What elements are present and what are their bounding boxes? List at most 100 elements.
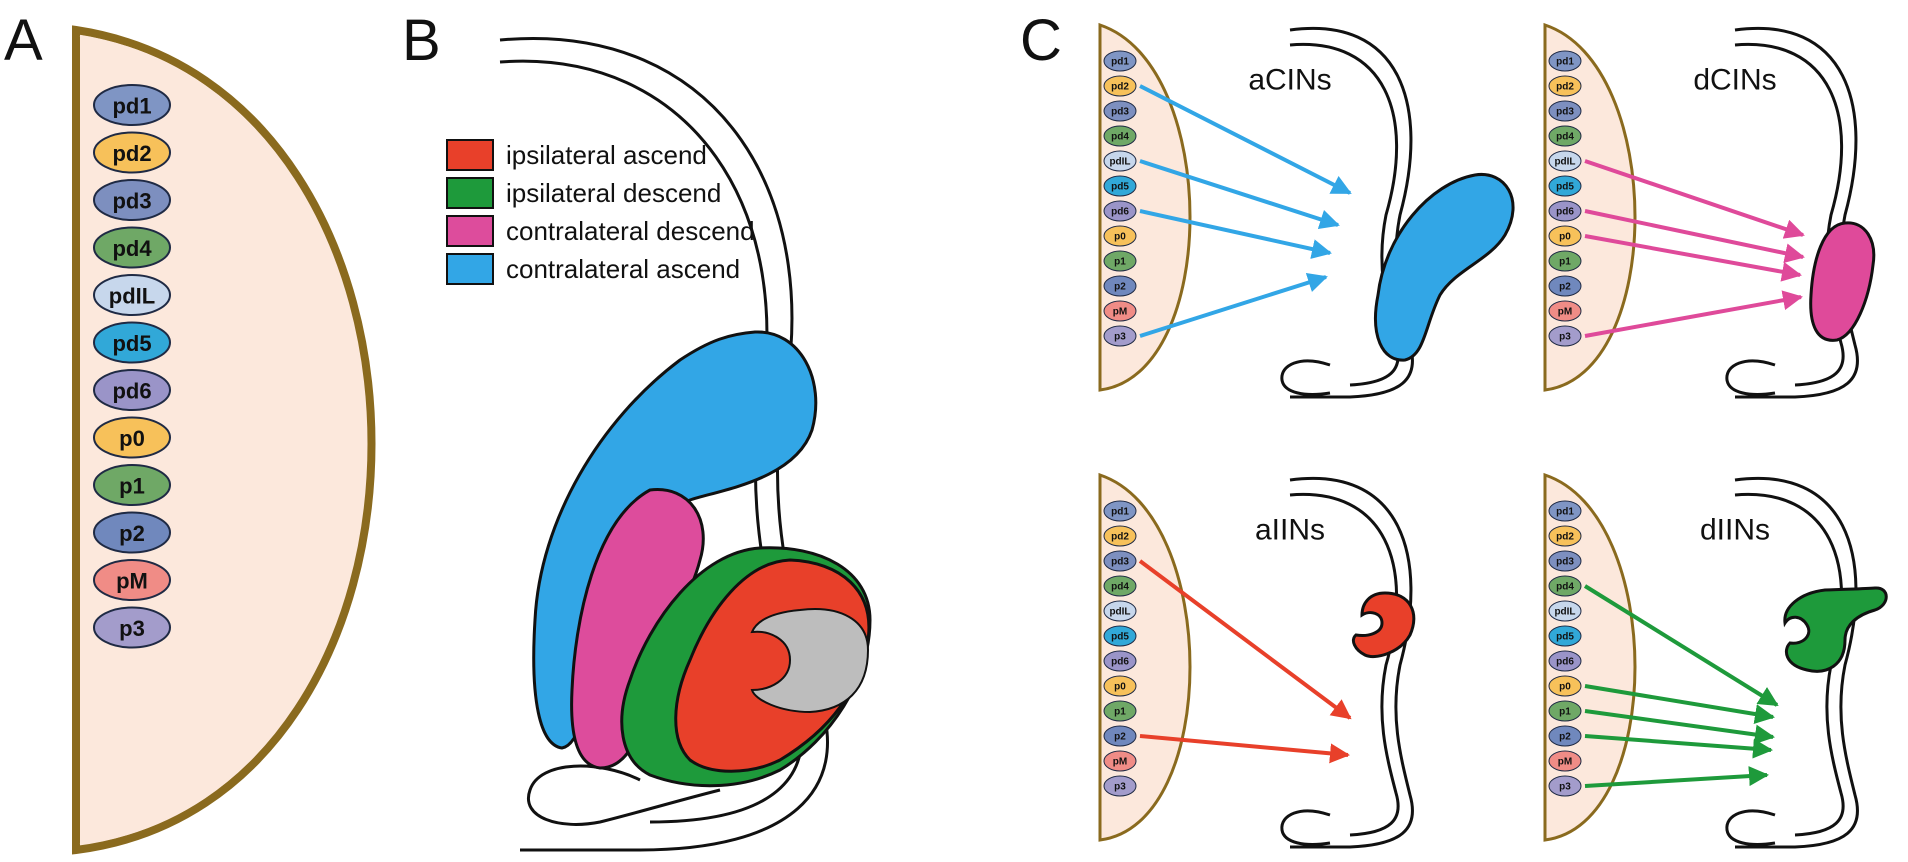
subpanel-title: aCINs bbox=[1248, 64, 1331, 97]
domain-pill-label: pd3 bbox=[112, 189, 151, 214]
domain-pill-shape bbox=[1548, 725, 1582, 747]
domain-pill-shape bbox=[1103, 50, 1137, 72]
domain-pill-label: pd2 bbox=[1111, 82, 1129, 93]
domain-pill-shape bbox=[1103, 700, 1137, 722]
domain-pill-label: pd6 bbox=[1556, 207, 1574, 218]
subpanel-target-region bbox=[1809, 221, 1876, 342]
domain-pill-shape bbox=[1103, 500, 1137, 522]
domain-pill-shape bbox=[1103, 175, 1137, 197]
domain-pill-shape bbox=[1548, 775, 1582, 797]
subpanel-domain-pd6: pd6 bbox=[1548, 200, 1582, 222]
subpanel-target-region bbox=[1351, 591, 1416, 659]
domain-pill-label: p2 bbox=[1114, 732, 1126, 743]
domain-pill-label: p1 bbox=[119, 474, 145, 499]
domain-pill-shape bbox=[93, 321, 171, 364]
subpanel-cord-inner bbox=[1289, 492, 1400, 837]
subpanel-cord-outer bbox=[1734, 476, 1859, 849]
domain-pill-label: pd6 bbox=[112, 379, 151, 404]
domain-pill-label: pd3 bbox=[1556, 107, 1574, 118]
domain-pill-shape bbox=[1548, 50, 1582, 72]
subpanel-domain-pd4: pd4 bbox=[1548, 575, 1582, 597]
subpanel-domain-p0: p0 bbox=[1103, 225, 1137, 247]
legend-swatch bbox=[446, 215, 494, 247]
arrow-from-p3 bbox=[1584, 766, 1769, 788]
domain-pill-label: pd5 bbox=[1111, 182, 1129, 193]
arrow-from-p3 bbox=[1584, 290, 1803, 338]
subpanel-domain-pd5: pd5 bbox=[1103, 625, 1137, 647]
domain-pill-label: pd1 bbox=[1556, 507, 1574, 518]
subpanel-domain-pd2: pd2 bbox=[1548, 525, 1582, 547]
domain-pill-label: pd1 bbox=[1111, 507, 1129, 518]
subpanel-domain-pd1: pd1 bbox=[1548, 500, 1582, 522]
domain-pill-shape bbox=[1548, 700, 1582, 722]
domain-pill-label: pM bbox=[1113, 757, 1127, 768]
domain-pill-shape bbox=[93, 464, 171, 506]
panel-a-domain-p3: p3 bbox=[93, 606, 171, 649]
domain-pill-shape bbox=[1548, 75, 1582, 97]
domain-pill-label: pd5 bbox=[1111, 632, 1129, 643]
domain-pill-shape bbox=[1103, 250, 1137, 272]
subpanel-domain-pd3: pd3 bbox=[1103, 550, 1137, 572]
domain-pill-shape bbox=[1103, 225, 1137, 247]
domain-pill-shape bbox=[1548, 525, 1582, 547]
subpanel-domain-pd3: pd3 bbox=[1548, 550, 1582, 572]
domain-pill-shape bbox=[1548, 325, 1582, 347]
domain-pill-shape bbox=[1548, 625, 1582, 647]
arrow-from-p2 bbox=[1139, 734, 1350, 764]
panel-a-domain-p0: p0 bbox=[93, 416, 171, 459]
subpanel-domain-p2: p2 bbox=[1103, 725, 1137, 747]
subpanel-domain-pd6: pd6 bbox=[1103, 200, 1137, 222]
arrow-from-p1 bbox=[1584, 709, 1775, 745]
subpanel-domain-pd6: pd6 bbox=[1103, 650, 1137, 672]
subpanel-domain-p0: p0 bbox=[1103, 675, 1137, 697]
subpanel-target-region bbox=[1374, 172, 1515, 362]
domain-pill-label: p0 bbox=[1114, 682, 1126, 693]
domain-pill-label: pd5 bbox=[1556, 182, 1574, 193]
domain-pill-shape bbox=[1103, 750, 1137, 772]
subpanel-domain-p2: p2 bbox=[1103, 275, 1137, 297]
domain-pill-shape bbox=[1103, 325, 1137, 347]
domain-pill-label: pM bbox=[1558, 307, 1572, 318]
domain-pill-label: pd4 bbox=[1556, 132, 1574, 143]
arrow-from-p2 bbox=[1584, 734, 1773, 759]
domain-pill-label: pd2 bbox=[1556, 82, 1574, 93]
domain-pill-label: p1 bbox=[1559, 257, 1571, 268]
subpanel-domain-p3: p3 bbox=[1548, 325, 1582, 347]
domain-pill-shape bbox=[93, 179, 171, 221]
domain-pill-label: p0 bbox=[1559, 232, 1571, 243]
legend-entry: contralateral ascend bbox=[446, 253, 740, 285]
arrow-from-pd6 bbox=[1584, 209, 1805, 264]
domain-pill-shape bbox=[1548, 100, 1582, 122]
arrow-from-pdIL bbox=[1584, 159, 1805, 239]
subpanel-domain-pd2: pd2 bbox=[1103, 75, 1137, 97]
panel-c-letter: C bbox=[1020, 8, 1062, 73]
panel-b-letter: B bbox=[402, 8, 441, 73]
domain-pill-shape bbox=[1548, 750, 1582, 772]
domain-pill-label: pdIL bbox=[1109, 607, 1130, 618]
domain-pill-label: pM bbox=[116, 569, 148, 594]
domain-pill-shape bbox=[1548, 275, 1582, 297]
domain-pill-shape bbox=[1103, 625, 1137, 647]
legend-swatch bbox=[446, 253, 494, 285]
domain-pill-label: p3 bbox=[119, 616, 145, 641]
panel-c: C aCINspd1pd2pd3pd4pdILpd5pd6p0p1p2pMp3d… bbox=[1020, 8, 1888, 849]
domain-pill-shape bbox=[1103, 675, 1137, 697]
arrow-from-pd6 bbox=[1139, 209, 1332, 259]
domain-pill-shape bbox=[93, 416, 171, 459]
legend-entry: ipsilateral ascend bbox=[446, 139, 707, 171]
subpanel-domain-pM: pM bbox=[1548, 750, 1582, 772]
domain-pill-label: p1 bbox=[1114, 257, 1126, 268]
subpanel-domain-pd5: pd5 bbox=[1548, 625, 1582, 647]
legend-label: ipsilateral descend bbox=[506, 178, 721, 208]
subpanel-domain-pd2: pd2 bbox=[1103, 525, 1137, 547]
subpanel-domain-p3: p3 bbox=[1103, 325, 1137, 347]
subpanel-domain-p1: p1 bbox=[1103, 700, 1137, 722]
panel-b-cord-outer-outline bbox=[499, 37, 829, 852]
arrow-from-pd4 bbox=[1583, 584, 1779, 707]
subpanel-domain-pd5: pd5 bbox=[1103, 175, 1137, 197]
domain-pill-label: p0 bbox=[1559, 682, 1571, 693]
domain-pill-label: pd6 bbox=[1111, 207, 1129, 218]
